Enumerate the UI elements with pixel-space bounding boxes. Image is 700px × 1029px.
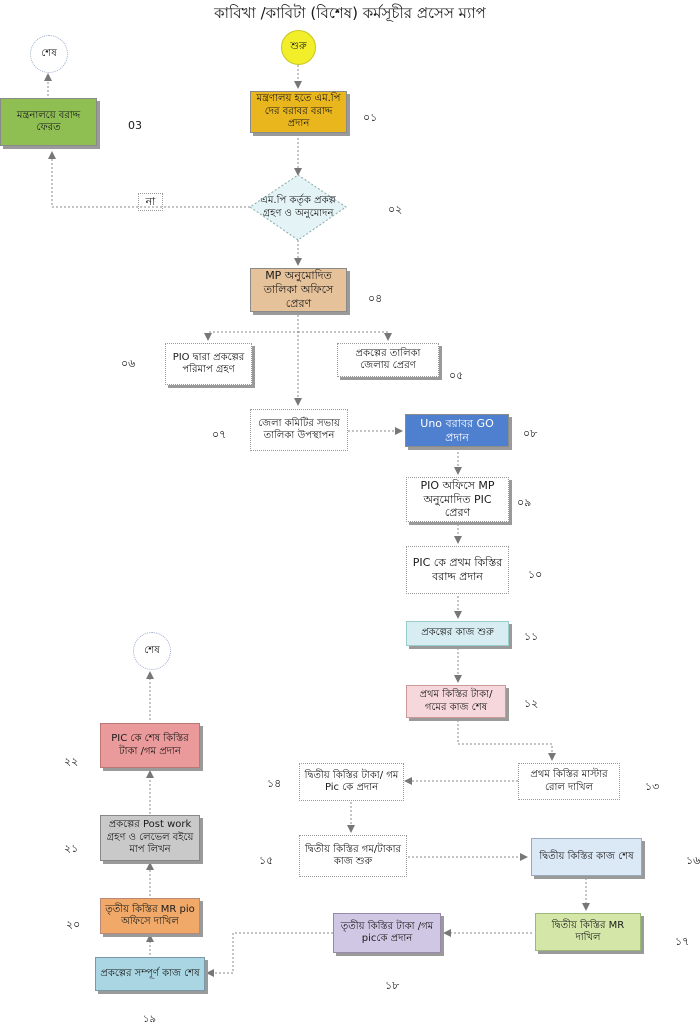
- step-10: PIC কে প্রথম কিস্তির বরাদ্দ প্রদান: [406, 546, 509, 594]
- page-title: কাবিখা /কাবিটা (বিশেষ) কর্মসূচীর প্রসেস …: [214, 4, 486, 22]
- step-14: দ্বিতীয় কিস্তির টাকা/ গম Pic কে প্রদান: [299, 763, 404, 801]
- step-number-15: ১৫: [259, 854, 274, 867]
- step-09: PIO অফিসে MP অনুমোদিত PIC প্রেরণ: [406, 477, 509, 522]
- step-number-18: ১৮: [385, 979, 400, 992]
- start-terminal: শুরু: [281, 30, 316, 65]
- step-number-01: ০১: [363, 111, 378, 124]
- step-18: তৃতীয় কিস্তির টাকা /গম picকে প্রদান: [333, 913, 441, 953]
- decision-step-02: এম.পি কর্তৃক প্রকল্প গ্রহণ ও অনুমোদন: [260, 195, 336, 219]
- step-03: মন্ত্রনালয়ে বরাদ্দ ফেরত: [0, 98, 97, 146]
- step-number-04: ০৪: [368, 292, 383, 305]
- step-12: প্রথম কিস্তির টাকা/ গমের কাজ শেষ: [406, 685, 506, 718]
- step-number-16: ১৬: [686, 854, 700, 867]
- step-number-07: ০৭: [212, 428, 227, 441]
- step-19: প্রকল্পের সম্পূর্ণ কাজ শেষ: [95, 957, 205, 991]
- step-08: Uno বরাবর GO প্রদান: [405, 414, 509, 447]
- step-number-19: ১৯: [143, 1014, 156, 1025]
- step-number-09: ০৯: [517, 496, 532, 509]
- step-number-14: ১৪: [267, 777, 282, 790]
- step-number-10: ১০: [528, 568, 543, 581]
- step-15: দ্বিতীয় কিস্তির গম/টাকার কাজ শুরু: [299, 835, 407, 877]
- step-number-02: ০২: [388, 203, 403, 216]
- step-number-11: ১১: [524, 630, 539, 643]
- step-21: প্রকল্পের Post work গ্রহণ ও লেভেল বইয়ে …: [100, 815, 200, 861]
- end-terminal-top: শেষ: [30, 35, 68, 73]
- step-22: PIC কে শেষ কিস্তির টাকা /গম প্রদান: [100, 723, 200, 768]
- end-terminal-bottom: শেষ: [133, 632, 171, 670]
- step-number-05: ০৫: [449, 369, 464, 382]
- step-04: MP অনুমোদিত তালিকা অফিসে প্রেরণ: [250, 268, 347, 312]
- no-label: না: [138, 193, 163, 211]
- step-number-20: ২০: [66, 918, 81, 931]
- step-16: দ্বিতীয় কিস্তির কাজ শেষ: [531, 838, 642, 876]
- step-11: প্রকল্পের কাজ শুরু: [406, 621, 509, 646]
- step-06: PIO দ্বারা প্রকল্পের পরিমাপ গ্রহণ: [165, 343, 252, 385]
- step-number-22: ২২: [64, 755, 79, 768]
- step-number-21: ২১: [64, 842, 79, 855]
- step-17: দ্বিতীয় কিস্তির MR দাখিল: [535, 913, 641, 951]
- step-number-12: ১২: [524, 697, 539, 710]
- step-05: প্রকল্পের তালিকা জেলায় প্রেরণ: [337, 343, 439, 377]
- step-number-06: ০৬: [121, 357, 136, 370]
- step-13: প্রথম কিস্তির মাস্টার রোল দাখিল: [518, 763, 620, 800]
- step-20: তৃতীয় কিস্তির MR pio অফিসে দাখিল: [100, 898, 200, 934]
- step-01: মন্ত্রণালয় হতে এম.পি দের বরাবর বরাদ্দ প…: [250, 91, 347, 133]
- step-number-03: 03: [128, 119, 142, 132]
- step-number-17: ১৭: [675, 935, 690, 948]
- step-07: জেলা কমিটির সভায় তালিকা উপস্থাপন: [250, 409, 348, 451]
- step-number-13: ১৩: [645, 780, 660, 793]
- step-number-08: ০৮: [523, 427, 538, 440]
